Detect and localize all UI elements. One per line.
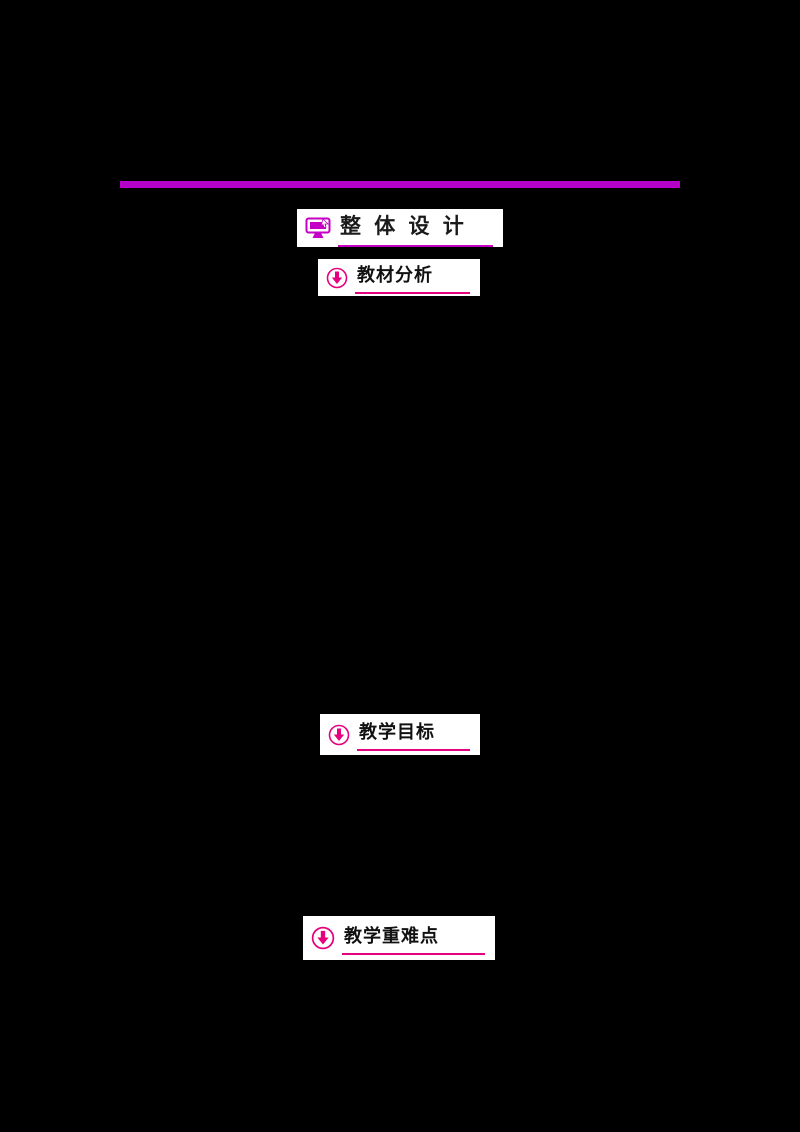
textbook-analysis-title: 教材分析 xyxy=(357,265,433,285)
download-arrow-icon xyxy=(328,724,350,746)
overall-design-title: 整 体 设 计 xyxy=(340,213,468,238)
monitor-icon xyxy=(305,217,331,239)
overall-design-title-underline: 整 体 设 计 xyxy=(338,210,493,247)
textbook-analysis-underline: 教材分析 xyxy=(355,261,470,294)
teaching-goals-title: 教学目标 xyxy=(359,722,435,742)
teaching-key-points-title: 教学重难点 xyxy=(344,925,439,946)
teaching-goals-underline: 教学目标 xyxy=(357,718,470,751)
top-rule-divider xyxy=(120,181,680,188)
teaching-key-points-header: 教学重难点 xyxy=(303,916,495,960)
textbook-analysis-header: 教材分析 xyxy=(318,259,480,296)
teaching-goals-header: 教学目标 xyxy=(320,714,480,755)
teaching-key-points-underline: 教学重难点 xyxy=(342,922,485,955)
download-arrow-icon xyxy=(311,926,335,950)
overall-design-header: 整 体 设 计 xyxy=(297,209,503,247)
download-arrow-icon xyxy=(326,267,348,289)
